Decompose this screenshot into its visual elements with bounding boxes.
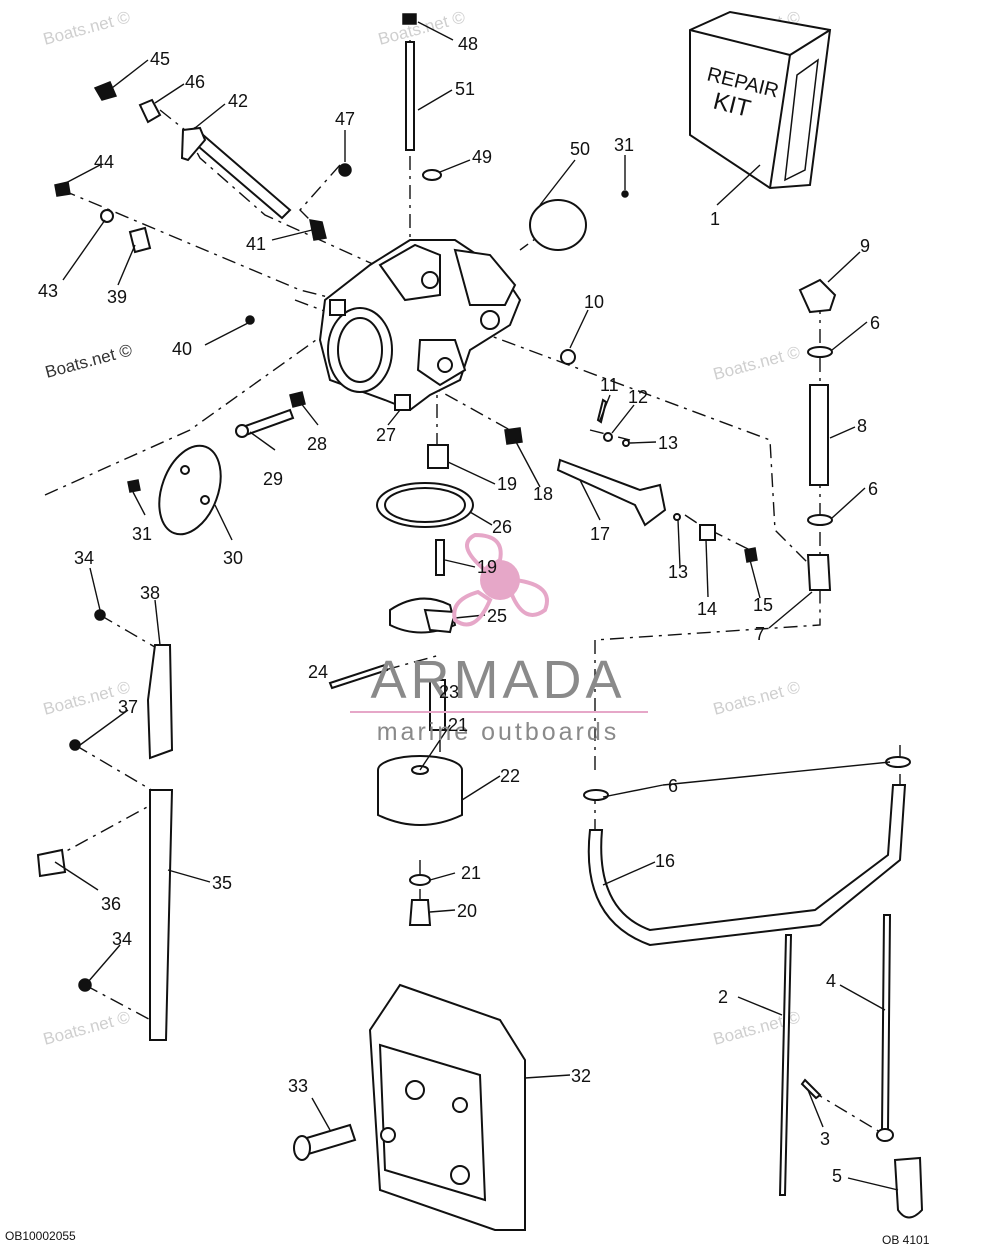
callout-label: 38 bbox=[140, 583, 160, 603]
watermark-text: Boats.net © bbox=[41, 1007, 132, 1049]
propeller-blade-icon bbox=[452, 589, 493, 627]
callout-label: 15 bbox=[753, 595, 773, 615]
callout-label: 10 bbox=[584, 292, 604, 312]
callout-label: 39 bbox=[107, 287, 127, 307]
assembly-line bbox=[329, 654, 441, 686]
choke-rods bbox=[778, 914, 924, 1219]
callout-label: 4 bbox=[826, 971, 836, 991]
callout-label: 45 bbox=[150, 49, 170, 69]
callout-label: 25 bbox=[487, 606, 507, 626]
callout-label: 18 bbox=[533, 484, 553, 504]
callout-label: 43 bbox=[38, 281, 58, 301]
callout-label: 21 bbox=[448, 715, 468, 735]
callout-label: 33 bbox=[288, 1076, 308, 1096]
callout-label: 31 bbox=[614, 135, 634, 155]
callout-label: 26 bbox=[492, 517, 512, 537]
repair-kit-box: REPAIR KIT bbox=[689, 10, 832, 190]
callout-label: 37 bbox=[118, 697, 138, 717]
callout-label: 12 bbox=[628, 387, 648, 407]
left-linkage bbox=[36, 609, 174, 1041]
callout-label: 6 bbox=[868, 479, 878, 499]
callout-label: 46 bbox=[185, 72, 205, 92]
armada-watermark: ARMADA marine outboards bbox=[350, 532, 648, 746]
fuel-line-parts bbox=[583, 278, 911, 947]
callout-label: 28 bbox=[307, 434, 327, 454]
watermark-text: Boats.net © bbox=[41, 7, 132, 49]
callout-label: 50 bbox=[570, 139, 590, 159]
assembly-line bbox=[84, 984, 161, 1026]
callout-label: 49 bbox=[472, 147, 492, 167]
callout-label: 1 bbox=[710, 209, 720, 229]
callout-label: 17 bbox=[590, 524, 610, 544]
callout-label: 13 bbox=[668, 562, 688, 582]
callout-label: 8 bbox=[857, 416, 867, 436]
figure-code-right: OB 4101 bbox=[882, 1233, 930, 1247]
assembly-line bbox=[44, 329, 331, 496]
callout-label: 21 bbox=[461, 863, 481, 883]
callout-label: 11 bbox=[600, 375, 619, 395]
callout-label: 23 bbox=[439, 682, 459, 702]
callout-label: 44 bbox=[94, 152, 114, 172]
callout-label: 34 bbox=[112, 929, 132, 949]
assembly-line bbox=[684, 514, 751, 551]
watermark-text: Boats.net © bbox=[43, 340, 134, 382]
assembly-lines bbox=[44, 40, 901, 1136]
callout-label: 16 bbox=[655, 851, 675, 871]
assembly-line bbox=[74, 744, 161, 796]
assembly-line bbox=[49, 799, 161, 861]
assembly-line bbox=[61, 189, 341, 301]
carburetor-body bbox=[318, 239, 522, 412]
callout-label: 20 bbox=[457, 901, 477, 921]
watermark-text: Boats.net © bbox=[376, 7, 467, 49]
assembly-line bbox=[99, 614, 161, 651]
assembly-line bbox=[474, 329, 811, 566]
callout-label: 32 bbox=[571, 1066, 591, 1086]
callout-label: 27 bbox=[376, 425, 396, 445]
assembly-line bbox=[419, 379, 511, 431]
callout-label: 6 bbox=[668, 776, 678, 796]
propeller-hub-icon bbox=[480, 560, 520, 600]
propeller-blade-icon bbox=[509, 577, 549, 617]
callout-label: 42 bbox=[228, 91, 248, 111]
assembly-line bbox=[299, 164, 341, 231]
callout-label: 19 bbox=[477, 557, 497, 577]
callout-label: 19 bbox=[497, 474, 517, 494]
callout-label: 3 bbox=[820, 1129, 830, 1149]
callout-label: 29 bbox=[263, 469, 283, 489]
propeller-blade-icon bbox=[465, 532, 503, 573]
watermark-text: Boats.net © bbox=[711, 677, 802, 719]
callout-label: 2 bbox=[718, 987, 728, 1007]
silencer-cover bbox=[293, 983, 526, 1231]
callout-label: 13 bbox=[658, 433, 678, 453]
callout-label: 5 bbox=[832, 1166, 842, 1186]
callout-label: 24 bbox=[308, 662, 328, 682]
callout-label: 7 bbox=[755, 624, 765, 644]
brand-name: ARMADA bbox=[370, 650, 625, 710]
assembly-line bbox=[159, 109, 376, 266]
brand-tagline: marine outboards bbox=[377, 718, 620, 746]
callout-label: 40 bbox=[172, 339, 192, 359]
callout-label: 31 bbox=[132, 524, 152, 544]
callout-label: 36 bbox=[101, 894, 121, 914]
callout-label: 22 bbox=[500, 766, 520, 786]
callout-label: 9 bbox=[860, 236, 870, 256]
callout-label: 30 bbox=[223, 548, 243, 568]
callout-label: 34 bbox=[74, 548, 94, 568]
callout-label: 48 bbox=[458, 34, 478, 54]
figure-code-left: OB10002055 bbox=[5, 1229, 76, 1243]
callout-label: 51 bbox=[455, 79, 475, 99]
watermark-text: Boats.net © bbox=[711, 342, 802, 384]
callout-label: 6 bbox=[870, 313, 880, 333]
assembly-line bbox=[594, 590, 821, 770]
callout-label: 41 bbox=[246, 234, 266, 254]
callout-label: 35 bbox=[212, 873, 232, 893]
callout-label: 47 bbox=[335, 109, 355, 129]
callout-labels: 1 2 3 4 5 6 6 6 7 8 9 10 11 12 13 13 14 … bbox=[38, 34, 880, 1186]
leader-lines bbox=[54, 21, 899, 1191]
linkage-parts bbox=[54, 13, 758, 926]
callout-label: 14 bbox=[697, 599, 717, 619]
